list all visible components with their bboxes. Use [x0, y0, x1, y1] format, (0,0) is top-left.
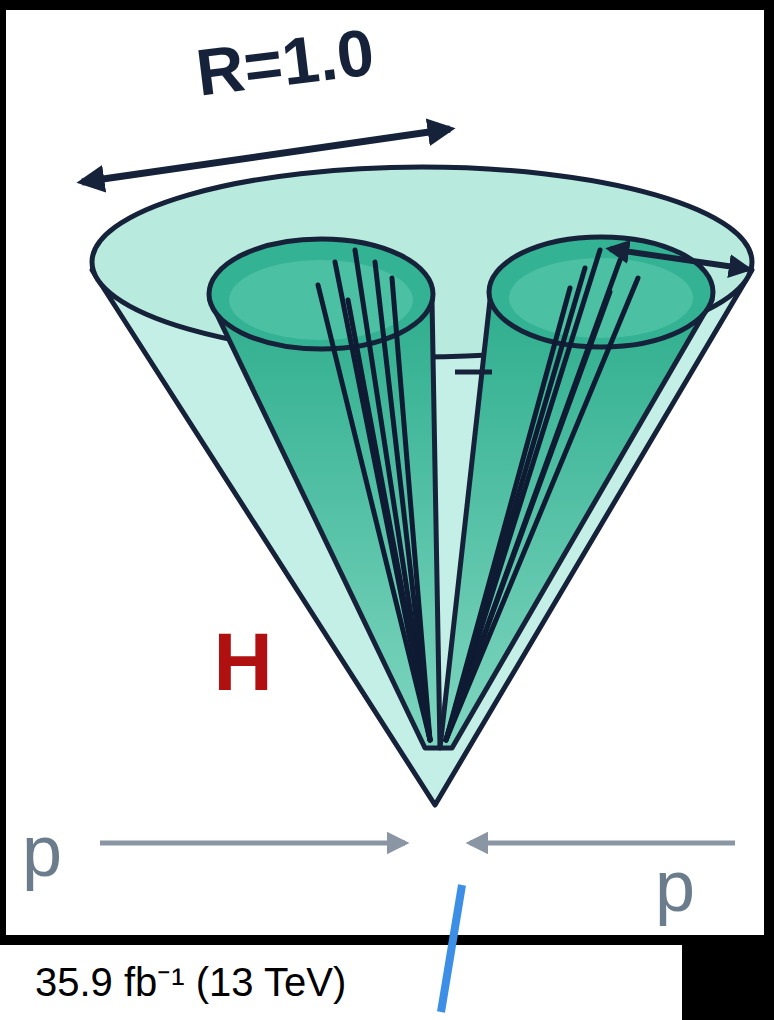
beam-label: p	[22, 815, 62, 887]
subjet-separation	[455, 370, 492, 375]
luminosity-label: 35.9 fb⁻¹ (13 TeV)	[35, 962, 346, 1002]
subjet-cone	[440, 300, 712, 748]
radius-label: R=1.0	[193, 18, 378, 105]
particle-tracks	[318, 250, 638, 740]
recoil-line	[441, 885, 462, 1012]
frame-block	[682, 945, 774, 1020]
proton-beam-arrow	[470, 841, 735, 846]
beam-label: p	[655, 850, 695, 922]
subjet-radius-arrow	[610, 249, 748, 269]
outer-cone	[92, 270, 752, 805]
frame-band	[0, 0, 774, 10]
proton-beam-arrow	[100, 841, 405, 846]
particle-label: H	[213, 621, 272, 703]
radius-arrow	[82, 129, 450, 182]
frame-band	[764, 0, 774, 945]
frame-band	[0, 935, 774, 945]
subjet-cone-inner	[509, 258, 693, 338]
frame-band	[0, 0, 6, 945]
